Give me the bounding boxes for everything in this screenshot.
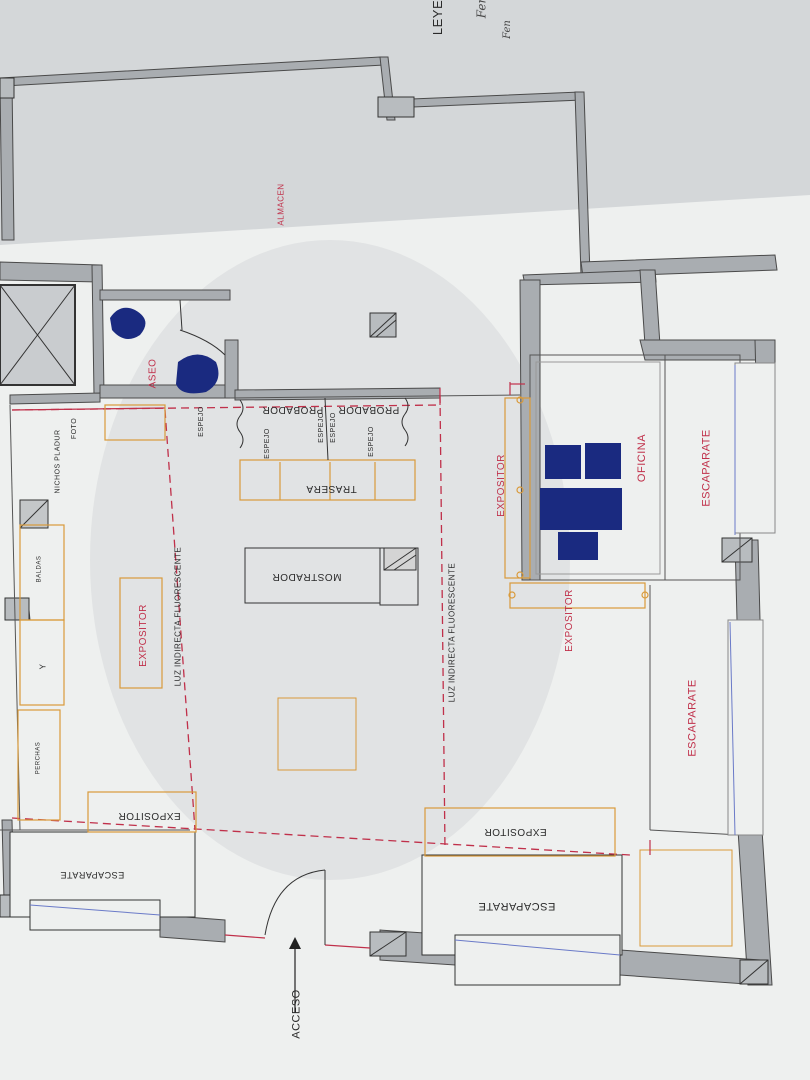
room-escaparate-bottom-left: ESCAPARATE [60, 870, 125, 880]
baldas-label: BALDAS [36, 555, 43, 583]
shadow-area [90, 240, 570, 880]
y-label: Y [38, 663, 48, 670]
luz-indirecta-right: LUZ INDIRECTA FLUORESCENTE [447, 562, 457, 703]
expositor-bottom-center-label: EXPOSITOR [484, 826, 547, 837]
espejo-5-label: ESPEJO [329, 412, 337, 443]
orange-fixtures [17, 396, 649, 857]
expositor-left-label: EXPOSITOR [137, 604, 149, 667]
mostrador-label: MOSTRADOR [272, 571, 342, 582]
legend-partial: LEYE [430, 0, 446, 36]
acceso-label: ACCESO [290, 989, 303, 1039]
espejo-1-label: ESPEJO [197, 406, 205, 437]
probador-1-label: PROBADOR [262, 404, 324, 415]
expositor-bottom-left-label: EXPOSITOR [118, 810, 181, 821]
luz-indirecta-left: LUZ INDIRECTA FLUORESCENTE [173, 546, 183, 687]
lift-shaft [0, 284, 76, 386]
counter [244, 547, 419, 771]
nichos-pladur-label: NICHOS PLADUR [54, 429, 62, 494]
handwritten-note-1: Fen [474, 0, 489, 19]
handwritten-note-2: Fen [501, 20, 513, 39]
interior-lines [0, 354, 776, 947]
probador-2-label: PROBADOR [338, 404, 400, 415]
foto-label: FOTO [71, 417, 79, 440]
access-arrow-icon [289, 937, 301, 1013]
room-oficina: OFICINA [636, 433, 649, 483]
paper-fold-shadow [0, 0, 810, 250]
escaparate-boxes [9, 831, 623, 986]
red-solid-lines [11, 382, 651, 949]
room-aseo: ASEO [147, 358, 159, 389]
expositor-right-label: EXPOSITOR [563, 589, 575, 652]
room-escaparate-right-bottom: ESCAPARATE [686, 679, 699, 757]
door-arcs [179, 299, 326, 945]
espejo-2-label: ESPEJO [263, 428, 271, 459]
expositor-right-vertical-label: EXPOSITOR [495, 454, 507, 517]
room-almacen: ALMACEN [276, 183, 286, 226]
perchas-label: PERCHAS [35, 741, 42, 775]
espejo-3-label: ESPEJO [317, 412, 325, 443]
blue-furniture [110, 307, 622, 560]
espejo-4-label: ESPEJO [367, 426, 375, 457]
room-escaparate-right-top: ESCAPARATE [700, 429, 713, 507]
trasera-label: TRASERA [306, 483, 357, 494]
hatched-columns [0, 77, 769, 985]
probador-dividers [236, 397, 409, 461]
room-escaparate-bottom-center: ESCAPARATE [478, 900, 556, 912]
